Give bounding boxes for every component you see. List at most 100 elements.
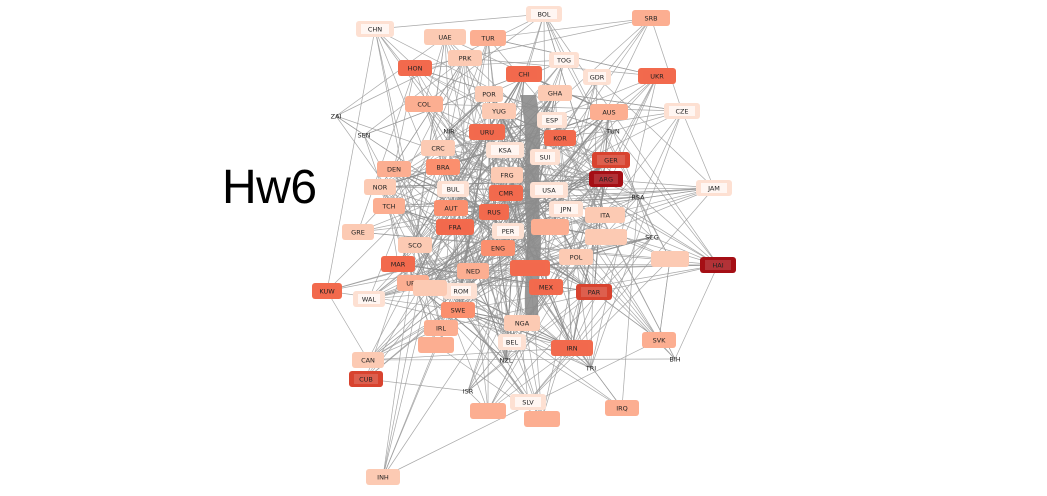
node-eng[interactable]: ENG <box>481 240 515 256</box>
node-den[interactable]: DEN <box>377 161 411 177</box>
node-unlabeled[interactable] <box>651 251 689 267</box>
node-slv[interactable]: SLV <box>510 394 546 410</box>
node-nzl[interactable]: NZL <box>500 356 513 364</box>
node-cmr[interactable]: CMR <box>489 185 523 201</box>
node-arg[interactable]: ARG <box>589 171 623 187</box>
node-irl[interactable]: IRL <box>424 320 458 336</box>
node-sco[interactable]: SCO <box>398 237 432 253</box>
edge <box>505 73 525 361</box>
node-ksa[interactable]: KSA <box>486 142 524 158</box>
node-srb[interactable]: SRB <box>632 10 670 26</box>
edge <box>681 110 715 189</box>
node-bel[interactable]: BEL <box>498 334 526 350</box>
node-usa[interactable]: USA <box>530 182 568 198</box>
edge <box>559 137 676 360</box>
node-tri[interactable]: TRI <box>585 364 596 372</box>
node-gre[interactable]: GRE <box>342 224 374 240</box>
node-mex[interactable]: MEX <box>529 279 563 295</box>
node-tun[interactable]: TUN <box>605 127 620 135</box>
node-isr[interactable]: ISR <box>463 387 474 395</box>
node-unlabeled[interactable] <box>470 403 506 419</box>
edge <box>414 67 614 132</box>
node-rus[interactable]: RUS <box>479 204 509 220</box>
node-aut[interactable]: AUT <box>434 200 468 216</box>
node-prk[interactable]: PRK <box>448 50 482 66</box>
node-rom[interactable]: ROM <box>446 283 476 299</box>
node-inner <box>474 127 500 137</box>
node-esp[interactable]: ESP <box>537 112 567 128</box>
node-unlabeled[interactable] <box>585 229 627 245</box>
node-inner <box>549 133 571 143</box>
node-nor[interactable]: NOR <box>364 179 396 195</box>
node-chn[interactable]: CHN <box>356 21 394 37</box>
node-inner <box>453 53 477 63</box>
node-frg[interactable]: FRG <box>491 167 523 183</box>
node-inh[interactable]: INH <box>366 469 400 485</box>
node-crc[interactable]: CRC <box>421 140 455 156</box>
node-par[interactable]: PAR <box>576 284 612 300</box>
node-irn[interactable]: IRN <box>551 340 593 356</box>
node-inner <box>491 145 519 155</box>
node-tog[interactable]: TOG <box>549 52 579 68</box>
node-uae[interactable]: UAE <box>424 29 466 45</box>
node-inner <box>441 222 469 232</box>
node-yug[interactable]: YUG <box>482 103 516 119</box>
node-rsa[interactable]: RSA <box>631 193 645 201</box>
node-box <box>589 171 623 187</box>
node-inner <box>475 406 501 416</box>
node-nga[interactable]: NGA <box>504 315 540 331</box>
node-unlabeled[interactable] <box>413 280 447 296</box>
node-label: PAR <box>588 288 601 296</box>
node-ukr[interactable]: UKR <box>638 68 676 84</box>
node-nir[interactable]: NIR <box>443 127 455 135</box>
node-col[interactable]: COL <box>405 96 443 112</box>
node-swe[interactable]: SWE <box>441 302 475 318</box>
node-kuw[interactable]: KUW <box>312 283 342 299</box>
node-jpn[interactable]: JPN <box>549 201 583 217</box>
node-bih[interactable]: BIH <box>669 355 680 363</box>
node-hai[interactable]: HAI <box>700 257 736 273</box>
node-hon[interactable]: HON <box>398 60 432 76</box>
node-label: RSA <box>631 193 645 201</box>
node-can[interactable]: CAN <box>352 352 384 368</box>
node-unlabeled[interactable] <box>418 337 454 353</box>
node-ger[interactable]: GER <box>592 152 630 168</box>
node-label: WAL <box>362 295 377 303</box>
node-tch[interactable]: TCH <box>373 198 405 214</box>
edge <box>487 37 490 95</box>
node-irq[interactable]: IRQ <box>605 400 639 416</box>
node-label: HON <box>408 64 423 72</box>
node-por[interactable]: POR <box>475 86 503 102</box>
node-sui[interactable]: SUI <box>530 149 560 165</box>
node-zai[interactable]: ZAI <box>331 112 342 120</box>
edge <box>379 186 507 361</box>
node-unlabeled[interactable] <box>531 219 569 235</box>
node-wal[interactable]: WAL <box>353 291 385 307</box>
node-gha[interactable]: GHA <box>538 85 572 101</box>
node-kor[interactable]: KOR <box>544 130 576 146</box>
node-label: POL <box>570 253 583 261</box>
node-unlabeled[interactable] <box>510 260 550 276</box>
node-fra[interactable]: FRA <box>436 219 474 235</box>
node-bul[interactable]: BUL <box>437 181 469 197</box>
node-scg[interactable]: SCG <box>645 233 659 241</box>
node-gdr[interactable]: GDR <box>583 69 611 85</box>
node-pol[interactable]: POL <box>559 249 593 265</box>
node-aus[interactable]: AUS <box>590 104 628 120</box>
node-inner <box>554 55 574 65</box>
node-uru[interactable]: URU <box>469 124 505 140</box>
node-chi[interactable]: CHI <box>506 66 542 82</box>
node-cze[interactable]: CZE <box>664 103 700 119</box>
node-tur[interactable]: TUR <box>470 30 506 46</box>
node-ita[interactable]: ITA <box>585 207 625 223</box>
node-ned[interactable]: NED <box>457 263 489 279</box>
node-jam[interactable]: JAM <box>696 180 732 196</box>
node-svk[interactable]: SVK <box>642 332 676 348</box>
node-per[interactable]: PER <box>492 223 524 239</box>
node-sen[interactable]: SEN <box>357 131 370 139</box>
node-cub[interactable]: CUB <box>349 371 383 387</box>
node-bol[interactable]: BOL <box>526 6 562 22</box>
node-unlabeled[interactable] <box>524 411 560 427</box>
node-bra[interactable]: BRA <box>426 159 460 175</box>
node-mar[interactable]: MAR <box>381 256 415 272</box>
